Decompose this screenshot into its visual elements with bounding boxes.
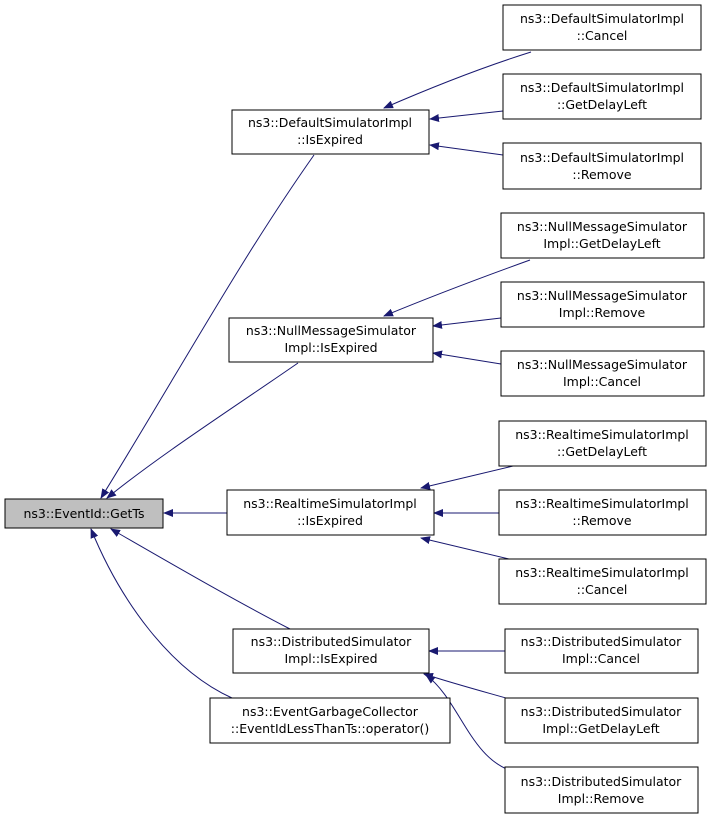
node-default-isexpired-line2: ::IsExpired: [297, 132, 363, 147]
node-default-cancel[interactable]: ns3::DefaultSimulatorImpl ::Cancel: [502, 4, 702, 51]
edge-null-cancel-to-null-exp: [432, 350, 502, 365]
node-realtime-remove[interactable]: ns3::RealtimeSimulatorImpl ::Remove: [498, 489, 707, 536]
node-nullmessage-isexpired[interactable]: ns3::NullMessageSimulator Impl::IsExpire…: [228, 317, 434, 363]
node-realtime-getdelayleft-line1: ns3::RealtimeSimulatorImpl: [515, 427, 689, 442]
node-default-cancel-line2: ::Cancel: [577, 28, 628, 43]
node-default-isexpired-line1: ns3::DefaultSimulatorImpl: [248, 115, 412, 130]
node-eventid-getts[interactable]: ns3::EventId::GetTs: [4, 498, 164, 529]
edge-gc-op-to-gets: [90, 528, 233, 699]
node-nullmessage-cancel-line2: Impl::Cancel: [563, 374, 641, 389]
edge-def-delay-to-def-exp: [429, 110, 504, 122]
node-nullmessage-isexpired-line2: Impl::IsExpired: [284, 340, 377, 355]
edge-null-delay-to-null-exp: [383, 259, 531, 317]
node-nullmessage-remove-line1: ns3::NullMessageSimulator: [517, 288, 688, 303]
node-realtime-getdelayleft-line2: ::GetDelayLeft: [557, 444, 647, 459]
node-nullmessage-getdelayleft-line1: ns3::NullMessageSimulator: [517, 219, 688, 234]
node-realtime-remove-line2: ::Remove: [572, 513, 631, 528]
edge-def-remove-to-def-exp: [429, 142, 504, 156]
edge-null-exp-to-gets: [106, 362, 299, 499]
edge-rt-cancel-to-rt-exp: [420, 536, 514, 561]
node-distributed-cancel-line2: Impl::Cancel: [562, 651, 640, 666]
node-distributed-isexpired-line1: ns3::DistributedSimulator: [251, 634, 413, 649]
node-distributed-remove-line1: ns3::DistributedSimulator: [521, 774, 683, 789]
node-default-remove[interactable]: ns3::DefaultSimulatorImpl ::Remove: [502, 142, 702, 190]
edge-def-cancel-to-def-exp: [383, 51, 532, 109]
node-realtime-isexpired-line1: ns3::RealtimeSimulatorImpl: [243, 496, 417, 511]
node-distributed-getdelayleft-line2: Impl::GetDelayLeft: [542, 721, 659, 736]
node-distributed-getdelayleft-line1: ns3::DistributedSimulator: [521, 704, 683, 719]
node-nullmessage-cancel[interactable]: ns3::NullMessageSimulator Impl::Cancel: [500, 350, 705, 397]
edge-dist-remove-to-dist-exp: [425, 674, 516, 773]
node-distributed-isexpired[interactable]: ns3::DistributedSimulator Impl::IsExpire…: [232, 628, 430, 674]
node-nullmessage-isexpired-line1: ns3::NullMessageSimulator: [246, 323, 417, 338]
node-eventid-getts-label: ns3::EventId::GetTs: [23, 506, 144, 521]
node-garbagecollector-operator[interactable]: ns3::EventGarbageCollector ::EventIdLess…: [209, 697, 451, 744]
node-nullmessage-getdelayleft-line2: Impl::GetDelayLeft: [543, 236, 660, 251]
node-distributed-cancel-line1: ns3::DistributedSimulator: [521, 634, 683, 649]
node-distributed-cancel[interactable]: ns3::DistributedSimulator Impl::Cancel: [504, 628, 699, 674]
node-nullmessage-cancel-line1: ns3::NullMessageSimulator: [517, 357, 688, 372]
node-default-getdelayleft[interactable]: ns3::DefaultSimulatorImpl ::GetDelayLeft: [502, 73, 702, 120]
node-realtime-cancel-line2: ::Cancel: [577, 582, 628, 597]
node-garbagecollector-operator-line1: ns3::EventGarbageCollector: [242, 704, 419, 719]
edge-dist-exp-to-gets: [110, 528, 291, 630]
node-nullmessage-getdelayleft[interactable]: ns3::NullMessageSimulator Impl::GetDelay…: [500, 212, 705, 259]
node-realtime-isexpired[interactable]: ns3::RealtimeSimulatorImpl ::IsExpired: [226, 489, 435, 536]
node-realtime-remove-line1: ns3::RealtimeSimulatorImpl: [515, 496, 689, 511]
node-realtime-isexpired-line2: ::IsExpired: [297, 513, 363, 528]
node-default-isexpired[interactable]: ns3::DefaultSimulatorImpl ::IsExpired: [231, 109, 430, 155]
node-realtime-cancel[interactable]: ns3::RealtimeSimulatorImpl ::Cancel: [498, 558, 707, 605]
node-default-getdelayleft-line2: ::GetDelayLeft: [557, 97, 647, 112]
node-distributed-remove[interactable]: ns3::DistributedSimulator Impl::Remove: [504, 766, 699, 814]
edge-rt-delay-to-rt-exp: [420, 465, 514, 490]
node-default-remove-line2: ::Remove: [572, 167, 631, 182]
node-default-remove-line1: ns3::DefaultSimulatorImpl: [520, 150, 684, 165]
node-garbagecollector-operator-line2: ::EventIdLessThanTs::operator(): [231, 721, 429, 736]
node-realtime-getdelayleft[interactable]: ns3::RealtimeSimulatorImpl ::GetDelayLef…: [498, 420, 707, 467]
edge-null-remove-to-null-exp: [432, 317, 502, 329]
node-distributed-remove-line2: Impl::Remove: [558, 791, 645, 806]
edge-dist-delay-to-dist-exp: [423, 672, 514, 701]
edge-def-exp-to-gets: [100, 154, 315, 499]
node-default-cancel-line1: ns3::DefaultSimulatorImpl: [520, 11, 684, 26]
node-nullmessage-remove-line2: Impl::Remove: [559, 305, 646, 320]
node-distributed-isexpired-line2: Impl::IsExpired: [284, 651, 377, 666]
node-distributed-getdelayleft[interactable]: ns3::DistributedSimulator Impl::GetDelay…: [504, 697, 699, 744]
node-nullmessage-remove[interactable]: ns3::NullMessageSimulator Impl::Remove: [500, 281, 705, 328]
node-default-getdelayleft-line1: ns3::DefaultSimulatorImpl: [520, 80, 684, 95]
node-realtime-cancel-line1: ns3::RealtimeSimulatorImpl: [515, 565, 689, 580]
